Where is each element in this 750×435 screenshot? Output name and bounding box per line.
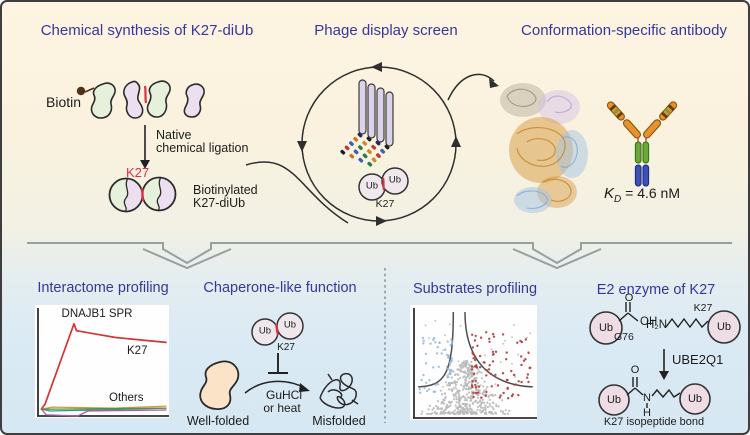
cycle-exit-arrow [447, 73, 495, 101]
volcano-chart [410, 305, 537, 420]
title-e2: E2 enzyme of K27 [596, 282, 716, 298]
well-folded-protein-icon [199, 360, 240, 410]
phage-ub-label-1: Ub [365, 180, 379, 192]
denaturation-arrow [244, 380, 310, 394]
ubiquitin-monomer-icons [90, 80, 205, 119]
biotin-tag-icon [76, 86, 95, 96]
product-label-line2: K27-diUb [193, 196, 246, 210]
phage-diub-icon [358, 167, 409, 201]
antibody-icon [606, 101, 678, 187]
isopeptide-bond-group [626, 377, 648, 408]
chaperone-diub-icon [251, 312, 304, 346]
kd-value: = 4.6 nM [621, 185, 681, 201]
stress-label-line1: GuHCl [265, 388, 303, 402]
carboxyl-group [618, 302, 639, 322]
title-substrates: Substrates profiling [412, 281, 538, 297]
kd-subscript: D [614, 193, 622, 205]
title-interactome: Interactome profiling [37, 280, 169, 296]
misfolded-label: Misfolded [312, 414, 366, 428]
diub-product-icon [108, 176, 177, 213]
ube2q1-label: UBE2Q1 [672, 352, 724, 367]
isopeptide-bond-label: K27 isopeptide bond [603, 416, 705, 428]
spr-panel [35, 305, 169, 418]
product-label-line1: Biotinylated [193, 183, 258, 197]
e2-hydrogen-label: H [643, 406, 651, 419]
native-ligation-arrow [140, 125, 150, 169]
e2-oxygen-label-2: O [630, 363, 640, 376]
lysine-sidechain-zigzag [665, 317, 709, 329]
section-divider-arrows [27, 242, 732, 270]
e2-amine-label: H₂N [646, 319, 668, 331]
e2-oxygen-label-1: O [624, 291, 634, 304]
e2-k27-label: K27 [693, 302, 713, 314]
e2-reaction-icons [589, 302, 741, 416]
spr-k27-series-label: K27 [127, 345, 148, 357]
volcano-panel [410, 305, 537, 420]
title-phage: Phage display screen [314, 22, 458, 39]
e2-g76-label: G76 [614, 331, 634, 343]
title-chaperone: Chaperone-like function [203, 280, 357, 296]
phage-particles-icon [340, 79, 394, 167]
spr-chart-title: DNAJB1 SPR [61, 308, 133, 320]
phage-k27-label: K27 [375, 198, 395, 210]
chaperone-ub-label-1: Ub [258, 325, 272, 337]
biotin-label: Biotin [46, 94, 82, 110]
e2-nitrogen-label: N [643, 391, 651, 404]
protein-structure-icon [500, 83, 588, 213]
e2-ub-label-3: Ub [606, 393, 622, 406]
well-folded-label: Well-folded [186, 414, 250, 428]
stress-label-line2: or heat [263, 401, 301, 415]
cycle-entry-curve [245, 161, 349, 224]
chaperone-k27-label: K27 [277, 342, 295, 353]
volcano-threshold-curve [418, 311, 533, 388]
title-synthesis: Chemical synthesis of K27-diUb [40, 22, 254, 39]
title-antibody: Conformation-specific antibody [521, 22, 727, 39]
e2-ub-label-4: Ub [687, 392, 703, 405]
phage-cycle-arrows [245, 62, 499, 226]
spr-chart [35, 305, 169, 418]
e2-ub-label-2: Ub [716, 320, 732, 333]
chaperone-ub-label-2: Ub [283, 319, 297, 331]
ligation-label-line2: chemical ligation [156, 141, 249, 155]
kd-symbol: K [604, 185, 615, 202]
kd-label: KD = 4.6 nM [604, 185, 681, 205]
phage-ub-label-2: Ub [388, 174, 402, 186]
e2-ub-label-1: Ub [598, 321, 614, 334]
e2-oh-label: OH [640, 316, 658, 328]
k27-linkage-seam [143, 85, 148, 104]
ube2q1-arrow [659, 349, 669, 380]
k27-linkage-label: K27 [126, 165, 150, 180]
spr-others-series-label: Others [109, 392, 144, 404]
ligation-label-line1: Native [156, 128, 192, 142]
isopeptide-zigzag [651, 388, 681, 399]
inhibition-tbar [268, 353, 288, 374]
misfolded-protein-icon [319, 372, 359, 409]
